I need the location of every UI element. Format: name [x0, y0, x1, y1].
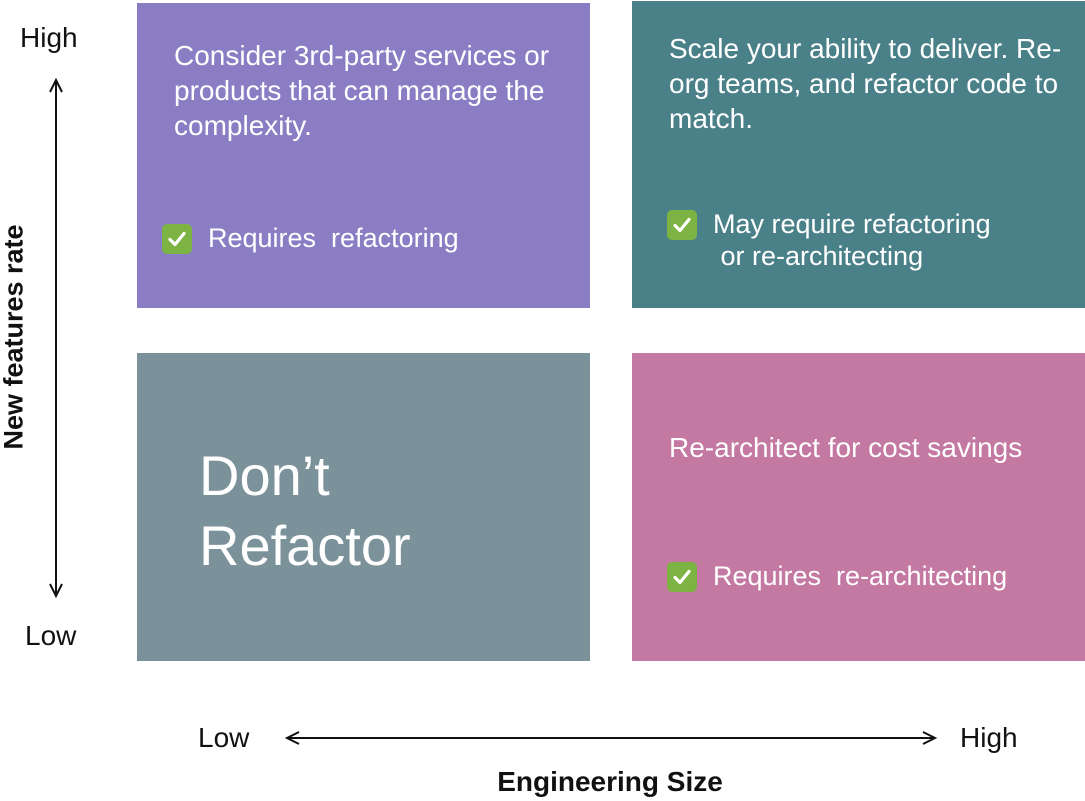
x-axis-title: Engineering Size: [497, 766, 723, 797]
quadrant-top-left: Consider 3rd-party services or products …: [137, 3, 590, 308]
check-label-line2: or re-architecting: [713, 241, 924, 271]
quadrant-top-right-check: May require refactoring or re-architecti…: [667, 208, 991, 272]
quadrant-top-left-text: Consider 3rd-party services or products …: [174, 40, 550, 141]
quadrant-top-right: Scale your ability to deliver. Re-org te…: [632, 1, 1085, 308]
check-label: Requires refactoring: [208, 223, 459, 253]
y-axis-title: New features rate: [0, 224, 29, 450]
x-axis-low-label: Low: [198, 722, 250, 753]
quadrant-bottom-right-check: Requires re-architecting: [667, 560, 1007, 592]
quadrant-bottom-right: Re-architect for cost savings Requires r…: [632, 353, 1085, 661]
x-axis-high-label: High: [960, 722, 1018, 753]
check-label: Requires re-architecting: [713, 561, 1008, 591]
y-axis-high-label: High: [20, 22, 78, 53]
check-label: May require refactoring or re-architecti…: [713, 208, 991, 272]
check-mark-button-icon: [162, 224, 192, 254]
y-axis-low-label: Low: [25, 620, 77, 651]
quadrant-top-left-check: Requires refactoring: [162, 222, 459, 254]
heading-line2: Refactor: [199, 514, 411, 577]
heading-line1: Don’t: [199, 444, 330, 507]
check-label-line1: May require refactoring: [713, 209, 991, 239]
quadrant-bottom-right-text: Re-architect for cost savings: [669, 432, 1023, 463]
check-mark-button-icon: [667, 210, 697, 240]
check-mark-button-icon: [667, 562, 697, 592]
y-axis-arrow: [49, 77, 63, 599]
x-axis-arrow: [284, 731, 938, 745]
quadrant-top-right-text: Scale your ability to deliver. Re-org te…: [669, 33, 1062, 134]
